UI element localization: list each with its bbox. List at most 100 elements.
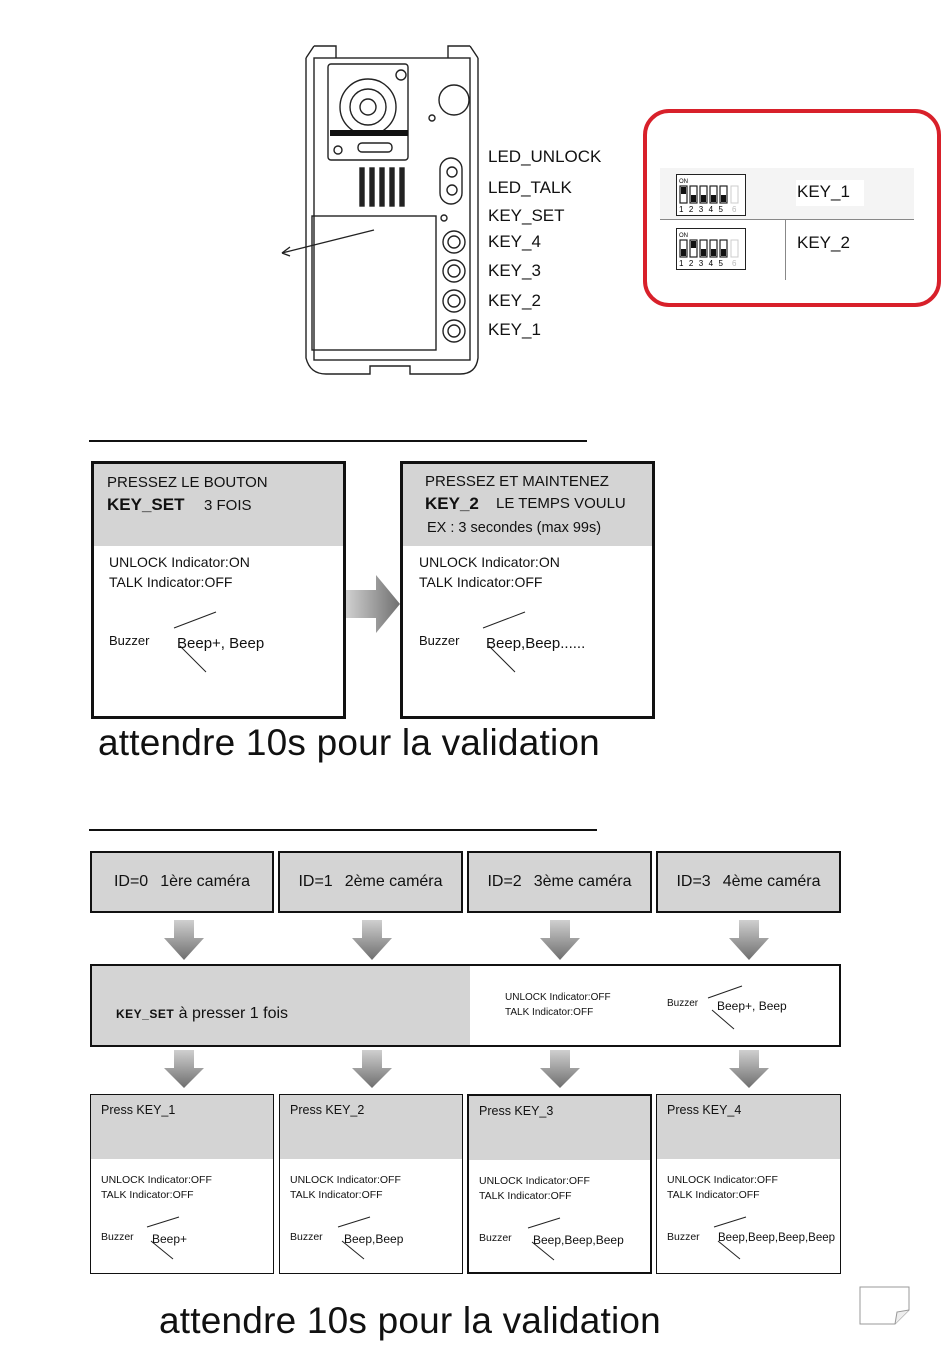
arrow-down-icon: [540, 920, 580, 960]
camera-label: 4ème caméra: [722, 873, 821, 890]
press-key-title: Press KEY_3: [479, 1104, 554, 1118]
label-key-2: KEY_2: [488, 291, 541, 310]
buzzer-text: Buzzer: [109, 633, 150, 648]
buzzer-beep-text: Beep+, Beep: [717, 999, 787, 1013]
id-box-2: ID=2 3ème caméra: [467, 851, 652, 913]
id-value: ID=0: [113, 873, 149, 890]
buzzer-beep-text: Beep,Beep: [344, 1232, 404, 1246]
buzzer-text: Buzzer: [101, 1231, 134, 1243]
arrow-down-icon: [164, 920, 204, 960]
id-value: ID=1: [298, 873, 333, 890]
id-value: ID=2: [487, 873, 522, 890]
press-key-3-box: Press KEY_3 UNLOCK Indicator:OFF TALK Ind…: [467, 1094, 652, 1274]
buzzer-text: Buzzer: [419, 633, 460, 648]
step-key2-box: PRESSEZ ET MAINTENEZ KEY_2 LE TEMPS VOUL…: [400, 461, 655, 719]
dip-table: ON 1 2 3 4 5 6 KEY_1 ON 1 2 3 4 5 6: [660, 168, 914, 280]
step-key2-line1: PRESSEZ ET MAINTENEZ: [425, 473, 609, 490]
arrow-down-icon: [164, 1050, 204, 1088]
label-key-1: KEY_1: [488, 320, 541, 339]
dip-on-text: ON: [679, 179, 688, 185]
press-key-title: Press KEY_1: [101, 1103, 176, 1117]
buzzer-beep-text: Beep,Beep,Beep: [533, 1233, 624, 1247]
step-keyset-line1: PRESSEZ LE BOUTON: [107, 474, 268, 491]
unlock-indicator-text: UNLOCK Indicator:OFF: [479, 1175, 590, 1187]
id-box-3: ID=3 4ème caméra: [656, 851, 841, 913]
id-box-1: ID=1 2ème caméra: [278, 851, 463, 913]
id-value: ID=3: [676, 873, 711, 890]
svg-text:1 2 3 4 5: 1 2 3 4 5: [679, 259, 725, 268]
buzzer-beep-text: Beep+, Beep: [177, 635, 265, 652]
buzzer-text: Buzzer: [667, 998, 699, 1009]
arrow-down-icon: [352, 920, 392, 960]
talk-indicator-text: TALK Indicator:OFF: [419, 574, 543, 590]
section-divider: [89, 829, 597, 831]
svg-text:1 2 3 4 5: 1 2 3 4 5: [679, 205, 725, 214]
camera-label: 1ère caméra: [160, 873, 251, 890]
buzzer-beep-text: Beep,Beep......: [486, 635, 586, 652]
dip-switch-icon: ON 1 2 3 4 5 6: [676, 174, 746, 216]
unlock-indicator-text: UNLOCK Indicator:ON: [419, 554, 560, 570]
arrow-down-icon: [352, 1050, 392, 1088]
buzzer-beep-text: Beep,Beep,Beep,Beep: [718, 1232, 836, 1244]
dip-table-highlight: [643, 109, 941, 307]
camera-label: 2ème caméra: [344, 873, 443, 890]
unlock-indicator-text: UNLOCK Indicator:OFF: [101, 1174, 212, 1186]
validation-text: attendre 10s pour la validation: [159, 1300, 661, 1341]
talk-indicator-text: TALK Indicator:OFF: [505, 1007, 594, 1018]
dip-row-1-label: KEY_1: [797, 182, 850, 201]
svg-text:ON: ON: [679, 233, 688, 239]
talk-indicator-text: TALK Indicator:OFF: [479, 1190, 572, 1202]
svg-text:6: 6: [732, 259, 737, 268]
buzzer-beep-text: Beep+: [152, 1232, 188, 1246]
camera-label: 3ème caméra: [533, 873, 632, 890]
buzzer-sound-icon: [146, 1216, 180, 1260]
buzzer-text: Buzzer: [290, 1231, 323, 1243]
step-keyset-suffix: 3 FOIS: [204, 497, 252, 514]
buzzer-text: Buzzer: [479, 1232, 512, 1244]
buzzer-sound-icon: [482, 611, 526, 673]
down-arrows-row-2: [164, 1050, 769, 1088]
buzzer-sound-icon: [337, 1216, 371, 1260]
talk-indicator-text: TALK Indicator:OFF: [101, 1189, 194, 1201]
dip-row-2-label: KEY_2: [797, 233, 850, 252]
page-curl-icon: [859, 1286, 910, 1325]
buzzer-text: Buzzer: [667, 1231, 700, 1243]
validation-text: attendre 10s pour la validation: [98, 722, 600, 763]
dip-switch-icon: ON 1 2 3 4 5 6: [676, 228, 746, 270]
label-key-set: KEY_SET: [488, 206, 565, 225]
keyset-once-text: à presser 1 fois: [178, 1005, 289, 1022]
press-key-1-box: Press KEY_1 UNLOCK Indicator:OFF TALK Ind…: [90, 1094, 274, 1274]
unlock-indicator-text: UNLOCK Indicator:OFF: [290, 1174, 401, 1186]
press-key-title: Press KEY_2: [290, 1103, 365, 1117]
label-led-unlock: LED_UNLOCK: [488, 147, 602, 166]
buzzer-sound-icon: [707, 985, 743, 1030]
step-key2-key: KEY_2: [425, 494, 479, 513]
step-keyset-box: PRESSEZ LE BOUTON KEY_SET 3 FOIS UNLOCK …: [91, 461, 346, 719]
talk-indicator-text: TALK Indicator:OFF: [290, 1189, 383, 1201]
press-key-title: Press KEY_4: [667, 1103, 742, 1117]
unlock-indicator-text: UNLOCK Indicator:OFF: [667, 1174, 778, 1186]
label-key-3: KEY_3: [488, 261, 541, 280]
arrow-down-icon: [729, 1050, 769, 1088]
id-box-0: ID=0 1ère caméra: [90, 851, 274, 913]
press-key-2-box: Press KEY_2 UNLOCK Indicator:OFF TALK Ind…: [279, 1094, 463, 1274]
talk-indicator-text: TALK Indicator:OFF: [667, 1189, 760, 1201]
unlock-indicator-text: UNLOCK Indicator:ON: [109, 554, 250, 570]
step-key2-example: EX : 3 secondes (max 99s): [427, 520, 602, 536]
keyset-once-key: KEY_SET: [116, 1007, 175, 1021]
step-key2-suffix: LE TEMPS VOULU: [496, 495, 626, 512]
buzzer-sound-icon: [173, 611, 217, 673]
arrow-down-icon: [540, 1050, 580, 1088]
arrow-right-icon: [346, 575, 400, 633]
door-station-drawing: [281, 45, 479, 375]
section-divider: [89, 440, 587, 442]
down-arrows-row-1: [164, 920, 769, 960]
label-key-4: KEY_4: [488, 232, 541, 251]
press-key-4-box: Press KEY_4 UNLOCK Indicator:OFF TALK Ind…: [656, 1094, 841, 1274]
talk-indicator-text: TALK Indicator:OFF: [109, 574, 233, 590]
keyset-once-box: KEY_SET à presser 1 fois UNLOCK Indicato…: [90, 964, 841, 1047]
buzzer-sound-icon: [713, 1216, 747, 1260]
svg-text:6: 6: [732, 205, 737, 214]
buzzer-sound-icon: [527, 1217, 561, 1261]
label-led-talk: LED_TALK: [488, 178, 572, 197]
